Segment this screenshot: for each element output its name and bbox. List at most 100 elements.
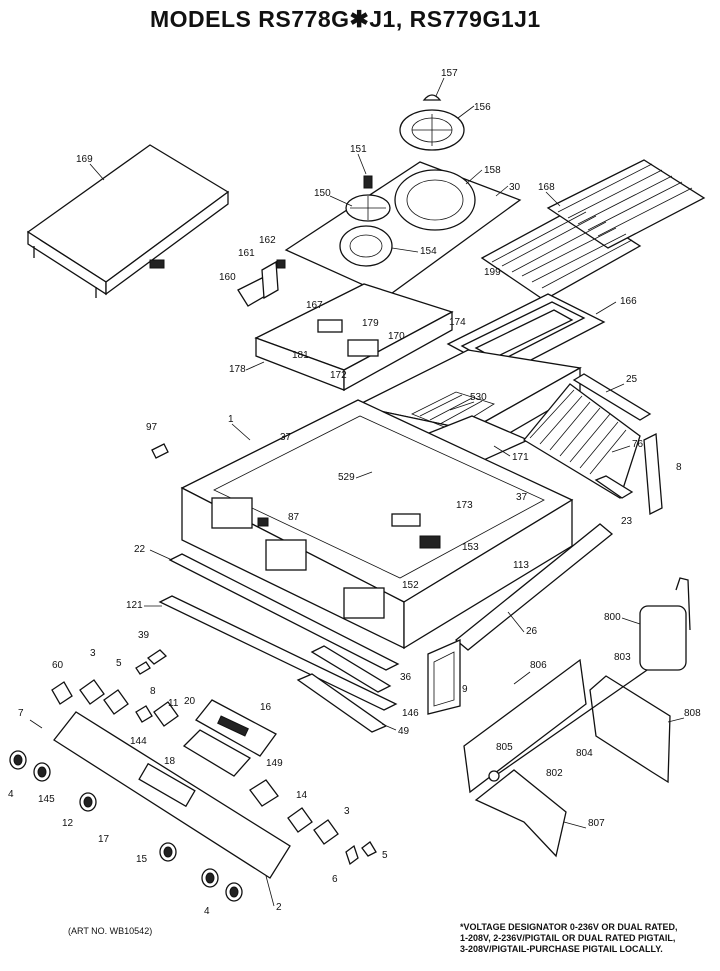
leader-lines (29, 77, 685, 907)
label-162: 162 (259, 235, 276, 246)
label-17: 17 (98, 834, 110, 845)
label-178: 178 (229, 364, 246, 375)
part-800-box (639, 577, 691, 671)
art-number: (ART NO. WB10542) (68, 926, 153, 936)
label-805: 805 (496, 742, 513, 753)
voltage-note-line-2: 1-208V, 2-236V/PIGTAIL OR DUAL RATED PIG… (460, 933, 676, 943)
part-8-switch (135, 705, 153, 723)
part-121-strip (158, 595, 398, 711)
label-160: 160 (219, 272, 236, 283)
label-156: 156 (474, 102, 491, 113)
label-97: 97 (146, 422, 158, 433)
label-7: 7 (18, 708, 24, 719)
label-18: 18 (164, 756, 176, 767)
voltage-note: *VOLTAGE DESIGNATOR 0-236V OR DUAL RATED… (460, 922, 678, 955)
knob-15 (159, 842, 177, 862)
label-804: 804 (576, 748, 593, 759)
label-151: 151 (350, 144, 367, 155)
label-154: 154 (420, 246, 437, 257)
part-2-control-panel (53, 711, 291, 879)
label-808: 808 (684, 708, 701, 719)
label-37b: 37 (516, 492, 528, 503)
part-150-burner (345, 175, 391, 222)
part-156-burner (399, 94, 465, 151)
label-37a: 37 (280, 432, 292, 443)
part-30-cooktop-surface (284, 161, 522, 297)
label-39: 39 (138, 630, 150, 641)
label-529: 529 (338, 472, 355, 483)
label-179: 179 (362, 318, 379, 329)
label-145: 145 (38, 794, 55, 805)
label-4b: 4 (204, 906, 210, 917)
part-14-switch (249, 779, 279, 807)
label-800: 800 (604, 612, 621, 623)
part-97-clip (151, 443, 169, 459)
part-1-main-body (180, 399, 574, 650)
label-166: 166 (620, 296, 637, 307)
part-60-switch (51, 681, 73, 705)
part-160-bracket (237, 259, 286, 307)
label-806: 806 (530, 660, 547, 671)
part-labels: 157 156 169 151 158 30 16 8 150 154 162 1… (8, 68, 701, 917)
label-173: 173 (456, 500, 473, 511)
label-149: 149 (266, 758, 283, 769)
part-3-switches-a (79, 679, 129, 715)
part-22-strip (168, 553, 400, 671)
label-11: 11 (168, 698, 179, 709)
label-530: 530 (470, 392, 487, 403)
label-167: 167 (306, 300, 323, 311)
label-1: 1 (228, 414, 234, 425)
knob-12 (79, 792, 97, 812)
label-22: 22 (134, 544, 146, 555)
label-807: 807 (588, 818, 605, 829)
label-12: 12 (62, 818, 74, 829)
label-3b: 3 (344, 806, 350, 817)
label-76: 76 (632, 439, 644, 450)
label-30: 30 (509, 182, 521, 193)
label-802: 802 (546, 768, 563, 779)
label-803: 803 (614, 652, 631, 663)
label-172: 172 (330, 370, 347, 381)
label-8a: 8 (676, 462, 682, 473)
part-178-drip-tray (254, 283, 454, 392)
part-805-rod (488, 667, 651, 782)
diagram-title: MODELS RS778G✱J1, RS779G1J1 (150, 6, 541, 32)
label-2: 2 (276, 902, 282, 913)
label-170: 170 (388, 331, 405, 342)
label-199: 199 (484, 267, 501, 278)
label-113: 113 (513, 560, 529, 571)
part-168-grates (480, 159, 706, 301)
part-39-clip (146, 649, 168, 665)
part-26-side-trim (454, 523, 614, 651)
label-16: 16 (260, 702, 272, 713)
knob-4a (9, 750, 51, 782)
part-169-cover (26, 144, 230, 298)
part-3-switches-b (287, 807, 339, 845)
label-171: 171 (512, 452, 529, 463)
label-23: 23 (621, 516, 633, 527)
label-150: 150 (314, 188, 331, 199)
label-158: 158 (484, 165, 501, 176)
part-5-screw (135, 661, 377, 857)
label-161: 161 (238, 248, 255, 259)
part-36-strip (310, 645, 392, 693)
label-14: 14 (296, 790, 308, 801)
label-26: 26 (526, 626, 538, 637)
label-157: 157 (441, 68, 458, 79)
part-6-clip (345, 844, 359, 866)
label-174: 174 (449, 317, 466, 328)
label-181: 181 (292, 350, 309, 361)
label-144: 144 (130, 736, 147, 747)
voltage-note-line-3: 3-208V/PIGTAIL-PURCHASE PIGTAIL LOCALLY. (460, 944, 663, 954)
part-808-bracket (589, 675, 671, 784)
label-4a: 4 (8, 789, 14, 800)
label-87: 87 (288, 512, 300, 523)
label-25: 25 (626, 374, 638, 385)
label-49: 49 (398, 726, 410, 737)
label-146: 146 (402, 708, 419, 719)
label-169: 169 (76, 154, 93, 165)
label-3a: 3 (90, 648, 96, 659)
label-8b: 8 (150, 686, 156, 697)
part-16-clock (182, 699, 277, 777)
